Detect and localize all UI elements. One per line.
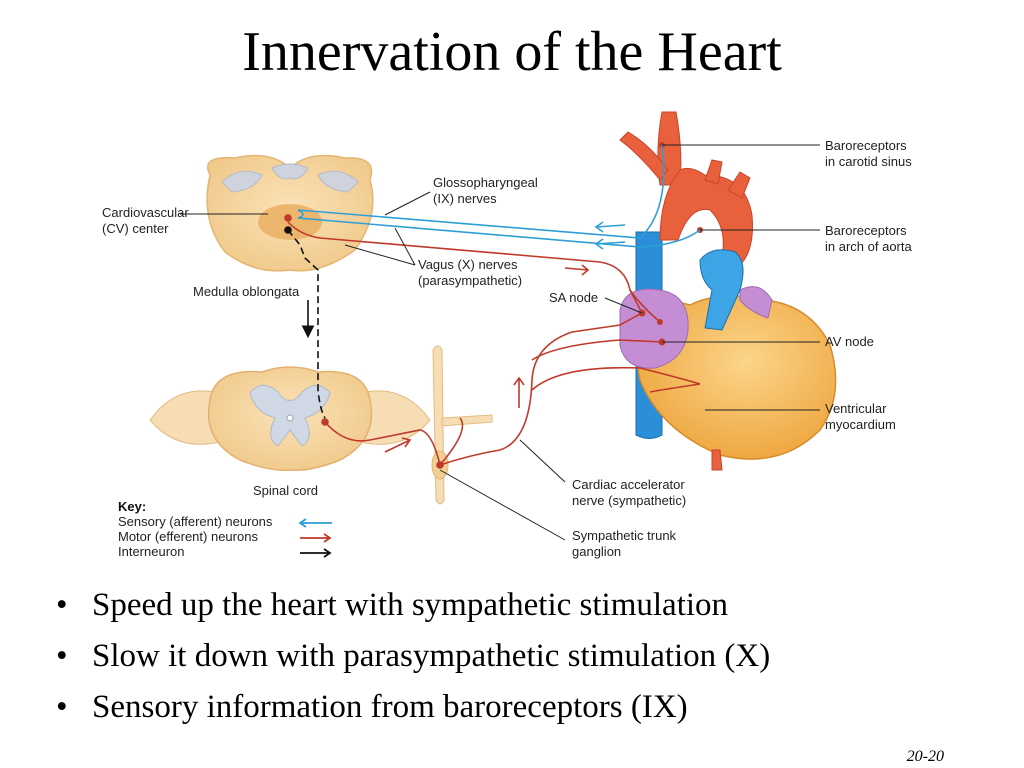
- heart-innervation-diagram: Cardiovascular (CV) center Glossopharyng…: [102, 111, 912, 559]
- diagram-labels: Cardiovascular (CV) center Glossopharyng…: [102, 138, 912, 559]
- label-baro-aorta-2: in arch of aorta: [825, 239, 912, 254]
- medulla-oblongata: [206, 154, 374, 272]
- key-sensory-arrow: [298, 518, 332, 528]
- interneuron-pathway: [284, 226, 326, 419]
- diagram-key: Key: Sensory (afferent) neurons Motor (e…: [118, 499, 332, 559]
- label-ventricular-1: Ventricular: [825, 401, 887, 416]
- key-motor-arrow: [300, 533, 332, 543]
- label-medulla: Medulla oblongata: [193, 284, 300, 299]
- label-glossopharyngeal-1: Glossopharyngeal: [433, 175, 538, 190]
- spinal-cord: [149, 366, 431, 472]
- label-symp-trunk-2: ganglion: [572, 544, 621, 559]
- label-ventricular-2: myocardium: [825, 417, 896, 432]
- bullet-item: •Slow it down with parasympathetic stimu…: [56, 638, 771, 674]
- page-number: 20-20: [906, 748, 944, 765]
- sympathetic-trunk: [431, 345, 493, 505]
- label-av-node: AV node: [825, 334, 874, 349]
- label-baro-carotid-1: Baroreceptors: [825, 138, 907, 153]
- label-baro-aorta-1: Baroreceptors: [825, 223, 907, 238]
- key-motor-label: Motor (efferent) neurons: [118, 529, 258, 544]
- label-glossopharyngeal-2: (IX) nerves: [433, 191, 497, 206]
- label-sa-node: SA node: [549, 290, 598, 305]
- label-cv-center-1: Cardiovascular: [102, 205, 189, 220]
- label-baro-carotid-2: in carotid sinus: [825, 154, 912, 169]
- sensory-pathways: [297, 144, 701, 250]
- key-interneuron-label: Interneuron: [118, 544, 185, 559]
- label-symp-trunk-1: Sympathetic trunk: [572, 528, 677, 543]
- key-interneuron-arrow: [300, 548, 332, 558]
- slide-title: Innervation of the Heart: [242, 21, 782, 83]
- label-cv-center-2: (CV) center: [102, 221, 169, 236]
- bullet-item: •Speed up the heart with sympathetic sti…: [56, 587, 729, 623]
- heart: [619, 111, 837, 471]
- label-cardiac-accel-2: nerve (sympathetic): [572, 493, 686, 508]
- leader-lines: [180, 144, 820, 541]
- bullet-list: •Speed up the heart with sympathetic sti…: [56, 580, 976, 733]
- key-title: Key:: [118, 499, 146, 514]
- label-vagus-1: Vagus (X) nerves: [418, 257, 518, 272]
- label-vagus-2: (parasympathetic): [418, 273, 522, 288]
- bullet-item: •Sensory information from baroreceptors …: [56, 689, 688, 725]
- key-sensory-label: Sensory (afferent) neurons: [118, 514, 273, 529]
- label-cardiac-accel-1: Cardiac accelerator: [572, 477, 685, 492]
- motor-pathways: [284, 214, 701, 469]
- label-spinal-cord: Spinal cord: [253, 483, 318, 498]
